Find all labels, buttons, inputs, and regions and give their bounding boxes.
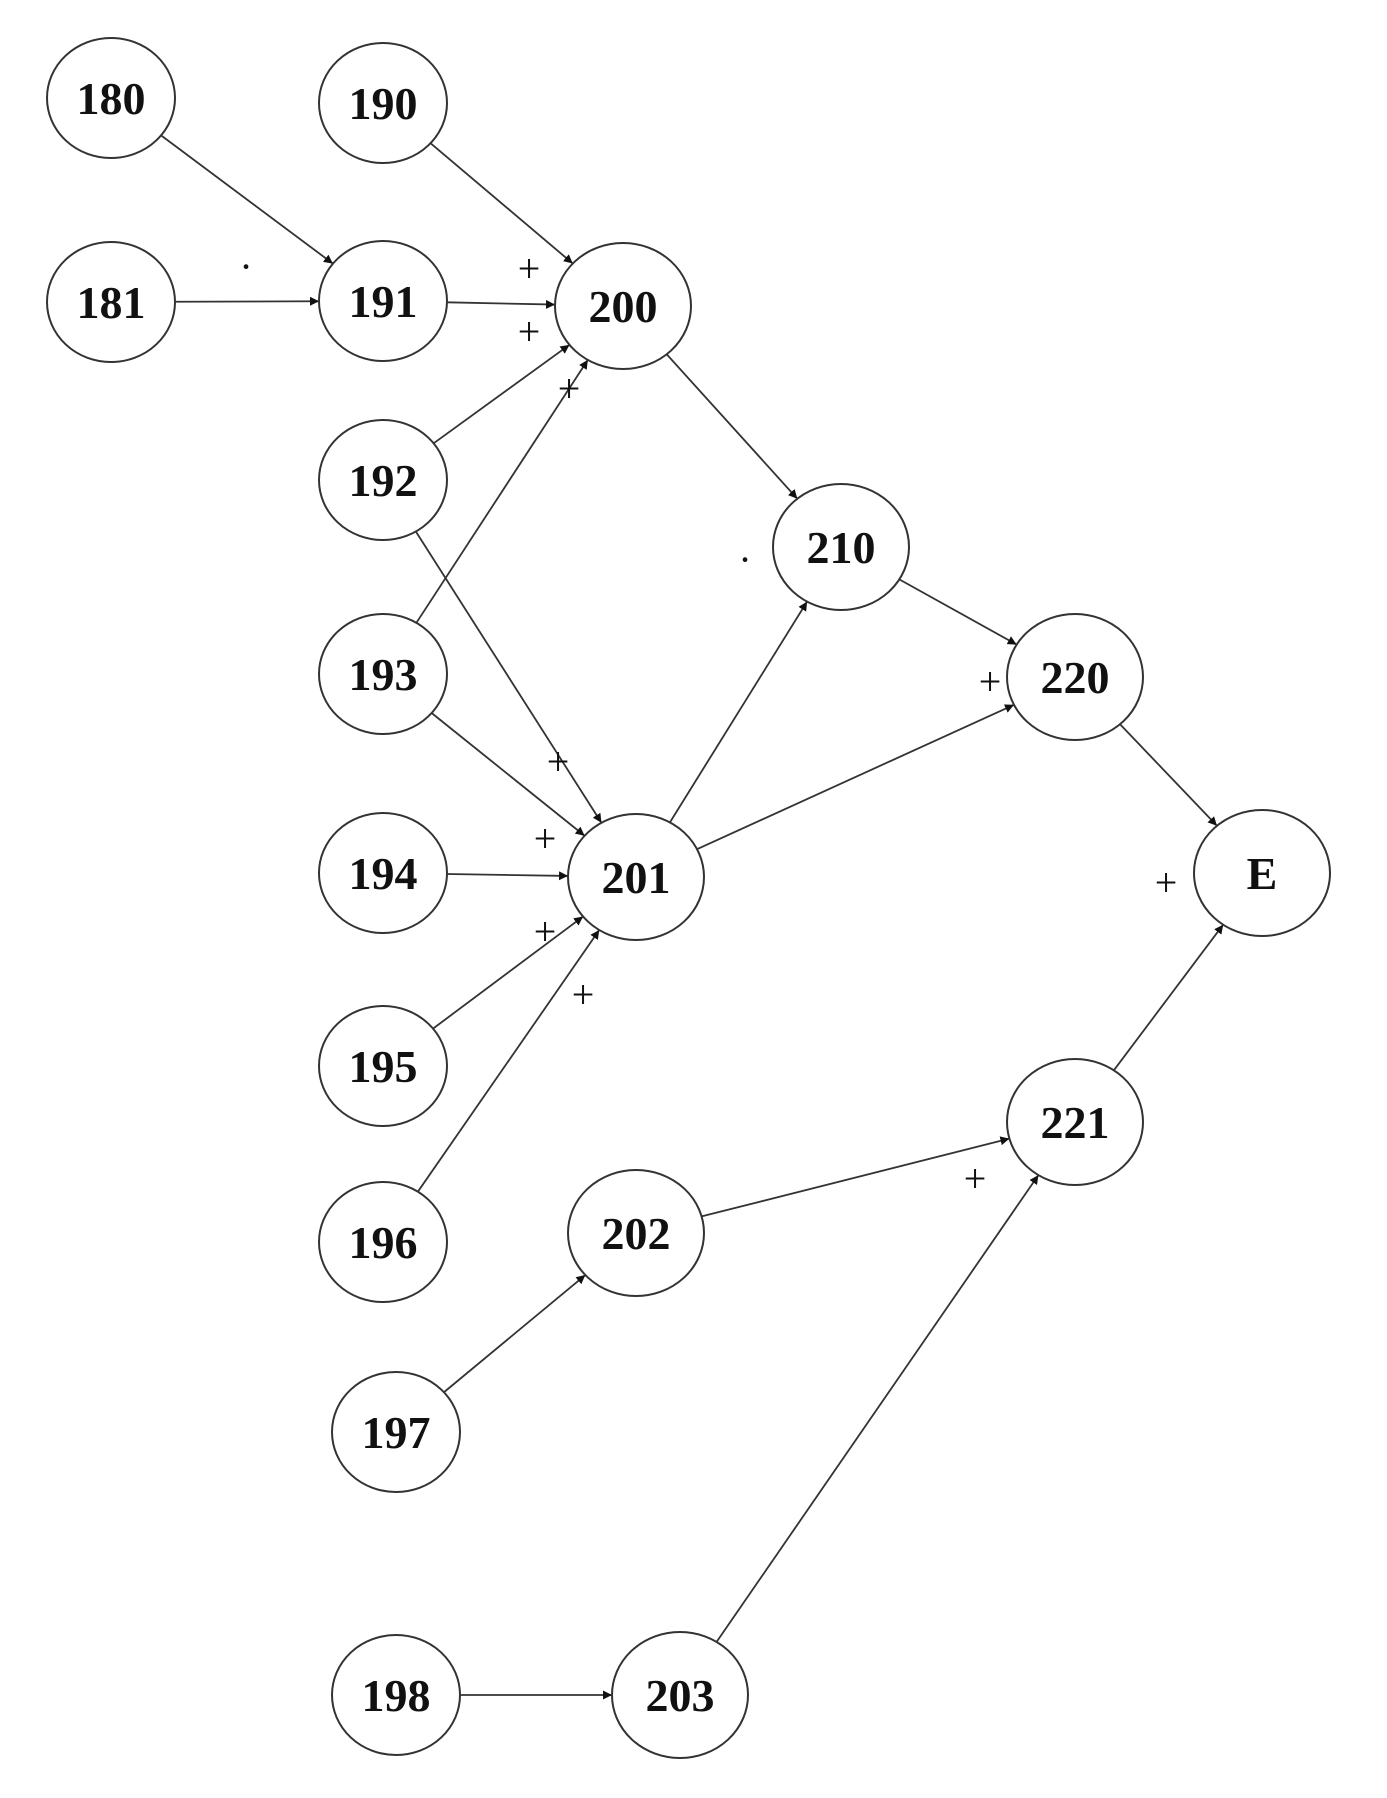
node-198: 198 [331,1634,461,1756]
node-label: 198 [362,1670,431,1721]
node-circle [1006,613,1144,741]
edge-180-to-191 [160,134,334,265]
node-label: 202 [602,1208,671,1259]
operator-220: + [979,659,1002,704]
node-192: 192 [318,419,448,541]
node-label: E [1247,848,1278,899]
edge-190-to-200 [429,142,574,265]
node-label: 192 [349,455,418,506]
node-circle [318,240,448,362]
node-label: 193 [349,649,418,700]
node-circle [567,813,705,941]
node-label: 180 [77,73,146,124]
edge-192-to-200 [433,344,570,445]
node-label: 197 [362,1407,431,1458]
node-210: 210 [772,483,910,611]
node-circle [1193,809,1331,937]
node-label: 181 [77,277,146,328]
edge-181-to-191 [174,296,320,306]
edge-210-to-220 [898,578,1018,646]
node-label: 220 [1041,652,1110,703]
node-circle [554,242,692,370]
node-label: 221 [1041,1097,1110,1148]
edge-195-to-201 [432,915,584,1030]
edge-200-to-210 [666,353,798,500]
node-197: 197 [331,1371,461,1493]
operators-layer: · + + + · + + + + + + + [239,244,1177,1201]
operator-200-top: + [518,246,541,291]
operator-201-second: + [534,816,557,861]
node-196: 196 [318,1181,448,1303]
edge-193-to-201 [431,712,586,837]
edge-220-to-E [1119,723,1218,827]
operator-201-fourth: + [572,972,595,1017]
node-circle [567,1169,705,1297]
node-circle [318,1181,448,1303]
edge-201-to-210 [669,601,808,823]
operator-200-middle: + [518,309,541,354]
node-circle [318,42,448,164]
node-circle [318,812,448,934]
node-181: 181 [46,241,176,363]
node-circle [318,1005,448,1127]
node-circle [611,1631,749,1759]
edge-203-to-221 [715,1174,1040,1643]
node-circle [318,613,448,735]
operator-201-first: + [547,739,570,784]
node-190: 190 [318,42,448,164]
operator-191: · [239,244,252,289]
node-circle [318,419,448,541]
edges-layer [160,134,1224,1700]
edge-194-to-201 [446,871,569,881]
node-202: 202 [567,1169,705,1297]
edge-196-to-201 [417,929,600,1193]
edge-202-to-221 [701,1136,1010,1218]
node-label: 190 [349,78,418,129]
node-circle [331,1634,461,1756]
edge-191-to-200 [446,299,556,309]
operator-221: + [964,1156,987,1201]
node-label: 196 [349,1217,418,1268]
nodes-layer: 180 181 190 191 192 193 194 195 196 197 198 200 201 2… [46,37,1331,1759]
node-label: 210 [807,522,876,573]
node-label: 200 [589,281,658,332]
node-203: 203 [611,1631,749,1759]
operator-210: · [738,537,751,582]
node-label: 195 [349,1041,418,1092]
node-label: 194 [349,848,418,899]
node-circle [46,37,176,159]
edge-201-to-220 [696,703,1015,851]
operator-201-third: + [534,909,557,954]
node-220: 220 [1006,613,1144,741]
node-E: E [1193,809,1331,937]
node-221: 221 [1006,1058,1144,1186]
node-200: 200 [554,242,692,370]
node-193: 193 [318,613,448,735]
node-circle [46,241,176,363]
node-circle [1006,1058,1144,1186]
node-194: 194 [318,812,448,934]
node-180: 180 [46,37,176,159]
edge-192-to-201 [415,531,603,824]
node-191: 191 [318,240,448,362]
operator-E: + [1155,860,1178,905]
node-circle [772,483,910,611]
node-195: 195 [318,1005,448,1127]
edge-193-to-200 [415,359,589,624]
node-label: 201 [602,852,671,903]
edge-221-to-E [1113,924,1224,1071]
edge-197-to-202 [443,1274,586,1393]
node-label: 191 [349,276,418,327]
node-label: 203 [646,1670,715,1721]
operator-200-bottom: + [558,366,581,411]
node-circle [331,1371,461,1493]
node-201: 201 [567,813,705,941]
